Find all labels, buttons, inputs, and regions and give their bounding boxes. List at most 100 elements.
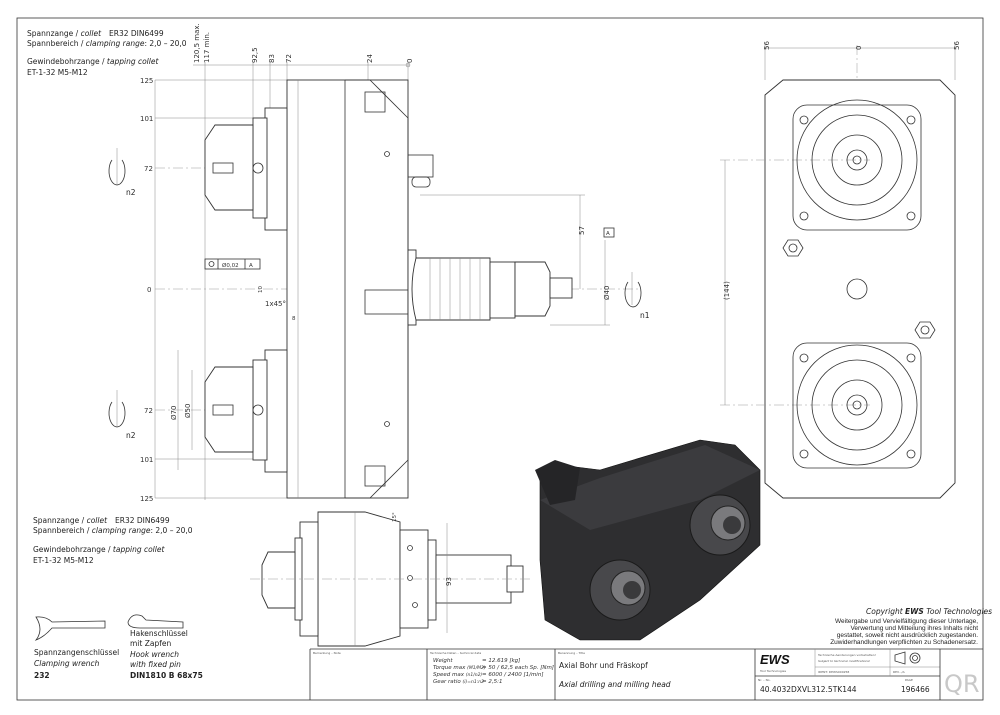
- notes-bottom-tapping-spec: ET-1-32 M5-M12: [33, 556, 94, 565]
- dims-top-0: 120,5 max.: [193, 23, 201, 63]
- title-block-tech-2-v: = 6000 / 2400 [1/min]: [482, 672, 543, 678]
- svg-text:Spannbereich / clamping range:: Spannbereich / clamping range: 2,0 – 20,…: [33, 526, 193, 535]
- title-block-tech-2-k: Speed max: [433, 672, 465, 678]
- notes-bottom-tapping-en: tapping collet: [113, 545, 166, 554]
- title-block-page-label: PAGE: [905, 678, 913, 682]
- front-annotations: Ø0,02 A 10 1x45° 8 Ø70 Ø50 57 Ø40 A n1 n…: [108, 148, 650, 470]
- copyright-notice: Copyright EWS Tool Technologies Weiterga…: [830, 607, 992, 646]
- notes-bottom-range-en: clamping range: [92, 526, 151, 535]
- tools-clamp-no: 232: [34, 671, 50, 680]
- dims-misc-tol: Ø0,02: [222, 262, 239, 269]
- rotation-n2b: n2: [126, 431, 136, 440]
- copyright-lines-0: Weitergabe und Vervielfältigung dieser U…: [835, 618, 978, 625]
- notes-bottom-range: Spannbereich /: [33, 526, 92, 535]
- collet-notes-bottom: Spannzange / collet ER32 DIN6499 Spannber…: [33, 516, 193, 565]
- projection-cone-icon: [894, 651, 906, 665]
- title-block-rev: REV. -/A: [893, 670, 906, 674]
- title-block-changes-en: Subject to technical modifications!: [818, 659, 870, 663]
- dims-misc-d40: Ø40: [603, 286, 611, 300]
- notes-bottom-range-val: : 2,0 – 20,0: [150, 526, 192, 535]
- notes-top-tapping-en: tapping collet: [107, 57, 160, 66]
- tolerance-frame: [204, 258, 261, 270]
- dims-misc-d57: 57: [578, 226, 586, 235]
- title-block-tech-1-v: = 50 / 62,5 each Sp. [Nm]: [482, 665, 554, 671]
- notes-bottom-collet: Spannzange /: [33, 516, 87, 525]
- notes-top-collet-en: collet: [81, 29, 102, 38]
- dims-left-1: 101: [140, 115, 153, 123]
- copyright-title-pre: Copyright: [866, 607, 905, 616]
- dims-misc-d93: 93: [445, 577, 453, 586]
- dims-misc-d15: 15°: [392, 512, 398, 522]
- dims-left-0: 125: [140, 77, 153, 85]
- svg-text:Copyright EWS Tool Technologie: Copyright EWS Tool Technologies: [866, 607, 992, 616]
- projection-circle-icon: [909, 652, 921, 664]
- dims-top-4: 72: [285, 54, 293, 63]
- copyright-lines-2: gestattet, soweit nicht ausdrücklich zug…: [837, 632, 978, 639]
- title-block-title-label: Benennung – Title: [558, 651, 585, 655]
- ews-logo: EWS: [760, 652, 790, 667]
- datum-a-box: [603, 227, 615, 238]
- dims-left-2: 72: [144, 165, 153, 173]
- tools-hook-de1: Hakenschlüssel: [130, 629, 188, 638]
- title-block: Bemerkung – Note Technische Daten – tech…: [309, 648, 983, 700]
- rotation-n1-icon: [624, 281, 642, 308]
- dims-misc-d70: Ø70: [170, 406, 178, 420]
- title-block-tech-1-k: Torque max: [433, 665, 466, 671]
- dims-top-2: 92,5: [251, 47, 259, 63]
- title-block-title-de: Axial Bohr und Fräskopf: [559, 661, 648, 670]
- rotation-n2-icon: [108, 159, 126, 186]
- qr-placeholder: QR: [944, 670, 980, 698]
- title-block-tech-2-u: (n1/n2): [466, 672, 483, 678]
- tools-clamp-en: Clamping wrench: [34, 659, 100, 668]
- collet-notes-top: Spannzange / collet ER32 DIN6499 Spannber…: [27, 29, 187, 77]
- dims-misc-chamfer: 1x45°: [265, 300, 286, 308]
- dims-top-5: 24: [366, 54, 374, 63]
- title-block-page-no: 196466: [901, 685, 930, 694]
- svg-text:Spannbereich / clamping range:: Spannbereich / clamping range: 2,0 – 20,…: [27, 39, 187, 48]
- dims-misc-datum: A: [606, 231, 610, 237]
- dims-misc-d50: Ø50: [184, 404, 192, 418]
- notes-top-collet: Spannzange /: [27, 29, 81, 38]
- notes-top-tapping: Gewindebohrzange /: [27, 57, 107, 66]
- tools-hook-de2: mit Zapfen: [130, 639, 171, 648]
- right-view: 56 0 56 (144): [720, 41, 961, 499]
- title-block-tech-0-k: Weight: [433, 658, 453, 664]
- dims-misc-datum: A: [249, 263, 253, 269]
- title-block-part-label: Nr. – No.: [758, 678, 771, 682]
- dims-misc-r56b: 56: [953, 41, 961, 50]
- dims-misc-d144: (144): [723, 281, 731, 300]
- dims-misc-r0: 0: [855, 46, 863, 50]
- svg-text:Torque max (M1/M2): Torque max (M1/M2): [433, 665, 486, 671]
- title-block-tech-1-u: (M1/M2): [467, 665, 486, 671]
- dims-left-6: 125: [140, 495, 153, 503]
- dims-top-6: 0: [406, 59, 414, 63]
- notes-top-collet-spec: ER32 DIN6499: [109, 29, 164, 38]
- title-block-tech-3-u: (i)=n1:n2: [462, 679, 484, 685]
- side-view: 93 15°: [250, 511, 530, 647]
- title-block-tech-0-v: = 12.619 [kg]: [482, 658, 520, 664]
- title-block-tech-3-k: Gear ratio: [433, 679, 461, 685]
- dims-top-1: 117 min.: [203, 32, 211, 63]
- clamping-wrench-icon: [34, 616, 106, 641]
- dims-top-3: 83: [268, 54, 276, 63]
- title-block-tech-label: Technische Daten – technical data: [429, 651, 481, 655]
- notes-top-range: Spannbereich /: [27, 39, 86, 48]
- title-block-title-en: Axial drilling and milling head: [558, 680, 671, 689]
- rotation-n1: n1: [640, 311, 650, 320]
- rotation-n2a: n2: [126, 188, 136, 197]
- hook-wrench-icon: [127, 614, 184, 629]
- copyright-lines-1: Verwertung und Mitteilung ihres Inhalts …: [850, 625, 978, 632]
- drawing-frame: [16, 17, 984, 701]
- copyright-title-brand: EWS: [905, 607, 924, 616]
- svg-text:Speed max (n1/n2): Speed max (n1/n2): [433, 672, 482, 678]
- notes-top-range-en: clamping range: [86, 39, 145, 48]
- dims-left-4: 72: [144, 407, 153, 415]
- svg-text:Gewindebohrzange / tapping col: Gewindebohrzange / tapping collet: [33, 545, 165, 554]
- concentricity-icon: [208, 261, 215, 267]
- title-block-part-no: 40.4032DXVL312.5TK144: [760, 685, 857, 694]
- rotation-n2-icon: [108, 401, 126, 428]
- notes-bottom-collet-en: collet: [87, 516, 108, 525]
- notes-bottom-collet-spec: ER32 DIN6499: [115, 516, 170, 525]
